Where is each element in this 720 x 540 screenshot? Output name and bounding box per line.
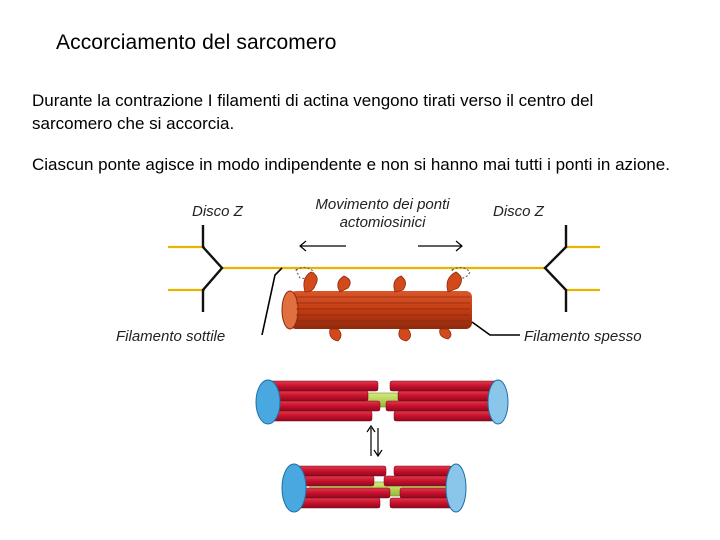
sarcomere-contracted xyxy=(281,463,467,513)
z-disk-left-label: Disco Z xyxy=(192,203,243,220)
sarcomere-relaxed xyxy=(255,379,509,425)
actin-filaments xyxy=(168,245,600,292)
thin-filament-label: Filamento sottile xyxy=(116,328,226,345)
z-disk-right xyxy=(543,225,568,312)
label-leaders xyxy=(261,267,520,336)
cross-bridge-movement-label: Movimento dei ponti actomiosinici xyxy=(315,196,450,231)
slide-title: Accorciamento del sarcomero xyxy=(56,31,337,54)
thick-filament-myosin xyxy=(281,271,472,342)
paragraph-contraction: Durante la contrazione I filamenti di ac… xyxy=(32,91,594,133)
paragraph-bridges: Ciascun ponte agisce in modo indipendent… xyxy=(32,155,670,174)
z-disk-left xyxy=(201,225,224,312)
thick-filament-label: Filamento spesso xyxy=(524,328,642,345)
z-disk-right-label: Disco Z xyxy=(493,203,544,220)
shortening-arrows xyxy=(366,424,383,458)
movement-arrows xyxy=(299,240,463,252)
